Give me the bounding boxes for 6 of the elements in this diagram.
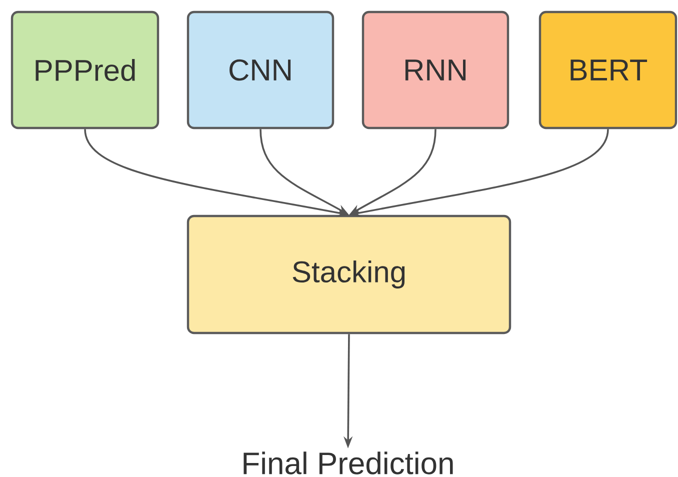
model-box: Stacking <box>186 214 512 334</box>
model-box: PPPred <box>10 10 160 130</box>
model-box: BERT <box>538 10 678 130</box>
output-label: Final Prediction <box>244 452 453 474</box>
model-box: RNN <box>362 10 510 130</box>
model-box: CNN <box>186 10 334 130</box>
